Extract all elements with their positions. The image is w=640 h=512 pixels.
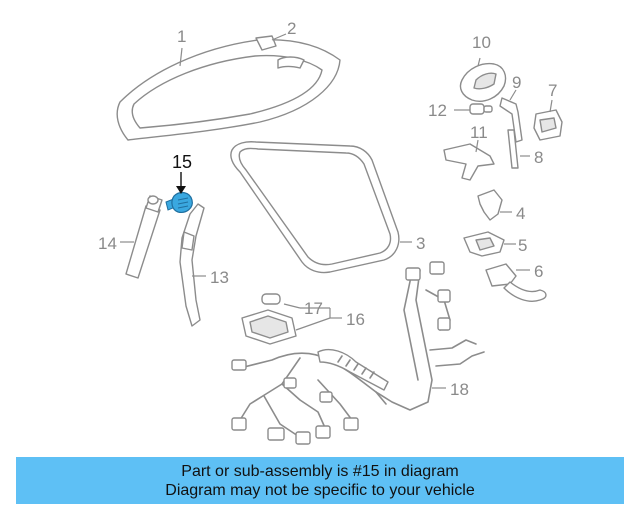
callout-2: 2 bbox=[287, 19, 296, 38]
banner-line-2: Diagram may not be specific to your vehi… bbox=[165, 481, 475, 499]
part-1-trunk-lid bbox=[116, 38, 341, 141]
part-13-hinge bbox=[179, 203, 205, 327]
part-7-bracket bbox=[533, 109, 563, 141]
part-15-ball-stud bbox=[165, 191, 193, 213]
part-5-striker bbox=[463, 231, 505, 257]
part-10-lock-cylinder bbox=[459, 62, 507, 102]
callout-8: 8 bbox=[534, 148, 543, 167]
part-4-bracket bbox=[477, 189, 503, 221]
callout-12: 12 bbox=[428, 101, 447, 120]
part-8-cable bbox=[507, 129, 519, 169]
callout-17: 17 bbox=[304, 299, 323, 318]
part-6-cable-grip bbox=[485, 263, 547, 302]
callout-4: 4 bbox=[516, 204, 525, 223]
callout-10: 10 bbox=[472, 33, 491, 52]
part-9-rod bbox=[499, 97, 523, 143]
part-18-wiring-harness bbox=[231, 261, 485, 445]
callout-5: 5 bbox=[518, 236, 527, 255]
callout-9: 9 bbox=[512, 73, 521, 92]
part-14-gas-strut bbox=[125, 195, 163, 279]
callout-11: 11 bbox=[470, 123, 488, 142]
callout-3: 3 bbox=[416, 234, 425, 253]
part-16-lamp-housing bbox=[241, 309, 297, 345]
part-17-bulb bbox=[261, 293, 281, 305]
leader-lines bbox=[120, 33, 553, 389]
part-3-weatherstrip-seal bbox=[230, 141, 400, 274]
part-2-lid-lock bbox=[255, 35, 277, 51]
callout-1: 1 bbox=[177, 27, 186, 46]
callout-13: 13 bbox=[210, 268, 229, 287]
callout-15: 15 bbox=[172, 152, 192, 172]
callout-16: 16 bbox=[346, 310, 365, 329]
callout-14: 14 bbox=[98, 234, 117, 253]
part-11-latch bbox=[443, 143, 495, 181]
banner-line-1: Part or sub-assembly is #15 in diagram bbox=[181, 462, 459, 480]
part-12-bulb bbox=[469, 103, 493, 115]
parts-diagram: 1 2 3 4 5 6 7 8 9 10 11 12 13 14 15 16 1… bbox=[98, 19, 563, 445]
callout-7: 7 bbox=[548, 81, 557, 100]
leader-15 bbox=[176, 172, 186, 194]
callout-6: 6 bbox=[534, 262, 543, 281]
callout-18: 18 bbox=[450, 380, 469, 399]
callout-labels: 1 2 3 4 5 6 7 8 9 10 11 12 13 14 15 16 1… bbox=[98, 19, 557, 399]
info-banner: Part or sub-assembly is #15 in diagram D… bbox=[16, 457, 624, 504]
